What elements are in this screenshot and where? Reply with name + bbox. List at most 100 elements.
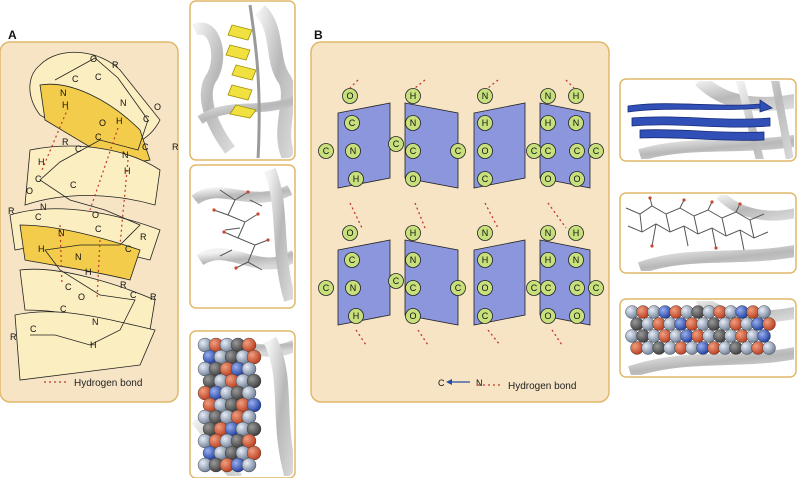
helix-atom-label: C (60, 304, 67, 314)
peptide-plane (337, 239, 391, 326)
sheet-atom (405, 225, 421, 241)
helix-atom-label: O (99, 118, 106, 128)
sheet-atom (568, 88, 584, 104)
sheet-spacefill-image (619, 298, 797, 378)
sheet-atom-label: N (482, 91, 489, 101)
sheet-atom-label: C (482, 174, 489, 184)
helix-atom-label: O (78, 292, 85, 302)
helix-atom-label: C (125, 244, 132, 254)
sheet-atom (588, 143, 604, 159)
sheet-atom-label: H (573, 91, 580, 101)
helix-atom-label: N (92, 317, 99, 327)
sheet-atom-label: H (353, 174, 360, 184)
panel-a-label: A (8, 28, 17, 42)
atom-sphere (762, 317, 776, 331)
helix-atom-label: R (62, 137, 69, 147)
sheet-atom-label: N (545, 228, 552, 238)
helix-atom-label: C (130, 290, 137, 300)
sheet-atom (405, 280, 421, 296)
sheet-atom-label: N (410, 255, 417, 265)
sheet-atom-label: O (409, 311, 416, 321)
sheet-atom-label: C (574, 146, 581, 156)
atom-sphere (757, 305, 771, 319)
helix-atom-label: C (30, 324, 37, 334)
sheet-atom-label: O (544, 311, 551, 321)
sheet-atom-label: O (481, 283, 488, 293)
sheet-atom-label: C (531, 283, 538, 293)
sheet-atom (477, 225, 493, 241)
sheet-atom (405, 252, 421, 268)
sheet-atom (540, 225, 556, 241)
helix-atom-label: C (70, 180, 77, 190)
hydrogen-bond (414, 79, 426, 89)
atom-sphere (241, 457, 257, 473)
helix-atom-label: H (85, 267, 92, 277)
sheet-atom (405, 88, 421, 104)
helix-atom-label: C (65, 282, 72, 292)
helix-atom-label: O (26, 186, 33, 196)
sheet-atom (405, 115, 421, 131)
sheet-atom-label: H (353, 311, 360, 321)
sheet-atom-label: O (409, 174, 416, 184)
sheet-atom (477, 143, 493, 159)
sheet-atom-label: C (410, 146, 417, 156)
sheet-atom (477, 115, 493, 131)
sheet-atom (540, 280, 556, 296)
sheet-atom (348, 171, 364, 187)
hydrogen-bond (551, 329, 563, 346)
atom-sphere (757, 329, 771, 343)
sheet-atom-label: C (574, 283, 581, 293)
sheet-atom-label: O (544, 174, 551, 184)
sheet-ribbon-image (619, 78, 797, 162)
helix-atom-label: C (143, 114, 150, 124)
sheet-atom-label: C (349, 255, 356, 265)
sheet-atom-label: H (482, 118, 489, 128)
sheet-atom-label: C (482, 311, 489, 321)
helix-ribbon-image (189, 0, 296, 161)
sheet-atom (569, 171, 585, 187)
sheet-atom (342, 225, 358, 241)
hydrogen-bond (355, 329, 367, 346)
hydrogen-bond (565, 79, 575, 89)
helix-atom-label: R (120, 280, 127, 290)
sheet-atom-label: C (593, 146, 600, 156)
sheet-atom (540, 171, 556, 187)
helix-atom-label: C (95, 224, 102, 234)
sheet-atom-label: O (481, 146, 488, 156)
sheet-atom (540, 88, 556, 104)
direction-n-label: N (476, 378, 483, 388)
sheet-atom (388, 273, 404, 289)
hydrogen-bond (547, 202, 567, 229)
panel-a-hydrogen-bonds (41, 107, 129, 301)
sheet-atom-label: C (531, 146, 538, 156)
helix-spacefill-image (189, 330, 296, 479)
helix-atom-label: C (35, 212, 42, 222)
sheet-atom (568, 252, 584, 268)
panel-b-legend-text: Hydrogen bond (508, 381, 576, 392)
sheet-atom (588, 280, 604, 296)
sheet-atom (450, 280, 466, 296)
sheet-atom (345, 280, 361, 296)
sheet-atom-label: C (545, 146, 552, 156)
sheet-atom-label: N (545, 91, 552, 101)
helix-atom-label: C (95, 72, 102, 82)
panel-a-legend-text: Hydrogen bond (74, 378, 142, 389)
sheet-atom (318, 143, 334, 159)
helix-atom-label: N (58, 228, 65, 238)
hydrogen-bond (487, 329, 501, 346)
hydrogen-bond (349, 79, 359, 89)
sheet-atom (477, 171, 493, 187)
sheet-atom-label: O (573, 311, 580, 321)
sheet-atom (477, 308, 493, 324)
helix-atom-label: R (140, 232, 147, 242)
helix-atom-label: C (75, 144, 82, 154)
sheet-atom-label: N (350, 283, 357, 293)
helix-atom-label: N (40, 202, 47, 212)
panel-b-label: B (314, 28, 323, 42)
sheet-atom-label: N (410, 118, 417, 128)
sheet-atom (405, 143, 421, 159)
sheet-atom-label: N (482, 228, 489, 238)
helix-atom-label: H (90, 340, 97, 350)
